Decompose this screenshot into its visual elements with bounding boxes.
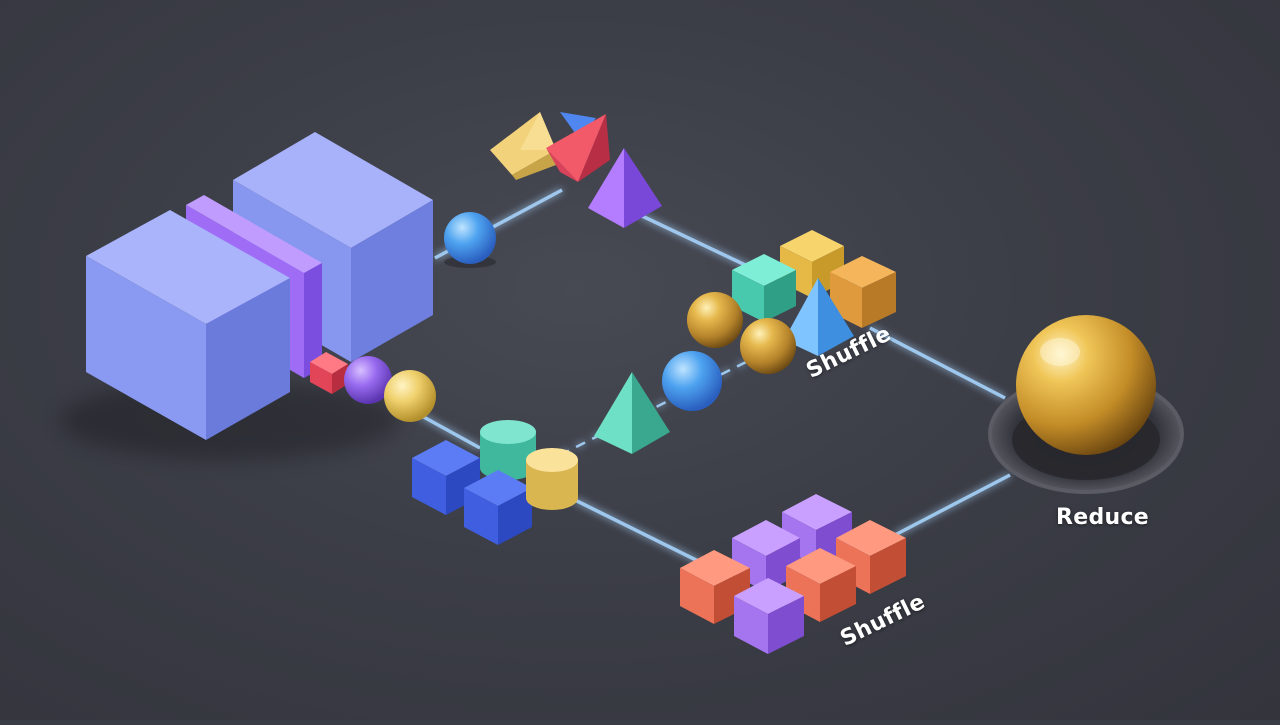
- link-map-top-to-shuffle-top: [639, 213, 761, 274]
- gold-sphere-right: [740, 318, 796, 374]
- link-map-bottom-to-shuffle-bottom: [574, 498, 701, 564]
- blue-cube-right: [464, 470, 532, 545]
- red-small-cube: [310, 352, 348, 394]
- map-top-shapes: [444, 112, 662, 268]
- connection-lines: [419, 188, 1011, 564]
- blue-sphere-middle: [662, 351, 722, 411]
- link-shuffle-top-to-reduce: [869, 326, 1006, 400]
- teal-cylinder: [480, 420, 536, 480]
- input-blocks: [60, 132, 433, 460]
- reduce-label: Reduce: [1056, 505, 1150, 530]
- red-tetrahedron: [546, 114, 610, 182]
- yellow-cylinder: [526, 448, 578, 510]
- gold-sphere-left: [687, 292, 743, 348]
- shuffle-top-cluster: [687, 230, 896, 374]
- yellow-sphere: [384, 370, 436, 422]
- reduce-node: [988, 315, 1184, 494]
- lilac-cube-front: [734, 578, 804, 654]
- violet-sphere: [344, 356, 392, 404]
- map-bottom-shapes: [310, 351, 722, 545]
- shuffle-bottom-cluster: [680, 494, 906, 654]
- link-shuffle-bottom-to-reduce: [894, 473, 1011, 537]
- blue-cube-left: [412, 440, 480, 515]
- teal-pyramid: [594, 372, 670, 454]
- gold-sphere-reduce: [1016, 315, 1156, 455]
- link-cross-dashed: [559, 353, 761, 457]
- blue-sphere-top: [444, 212, 496, 268]
- violet-pyramid: [588, 148, 662, 228]
- blue-prism-back: [560, 112, 596, 140]
- yellow-prism: [490, 112, 556, 180]
- coral-cube-left: [680, 550, 750, 624]
- input-cube-front: [86, 210, 290, 440]
- link-input-to-map-bottom: [419, 413, 481, 450]
